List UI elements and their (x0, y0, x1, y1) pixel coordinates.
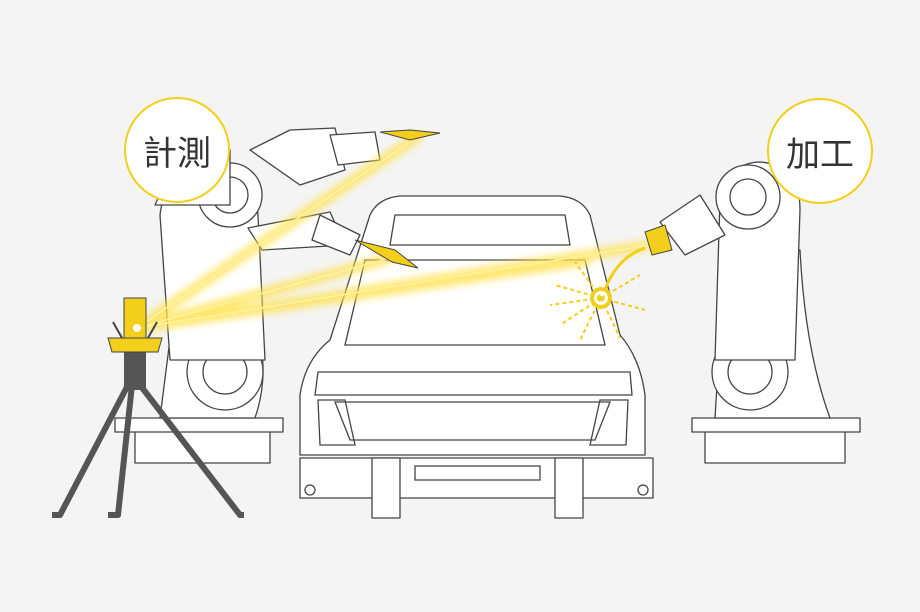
spark (549, 261, 646, 341)
laser-tracker-tripod (52, 297, 244, 518)
processing-label: 加工 (767, 98, 873, 204)
measurement-label: 計測 (124, 97, 230, 203)
right-robot (659, 161, 861, 464)
laser-beams (134, 129, 673, 333)
